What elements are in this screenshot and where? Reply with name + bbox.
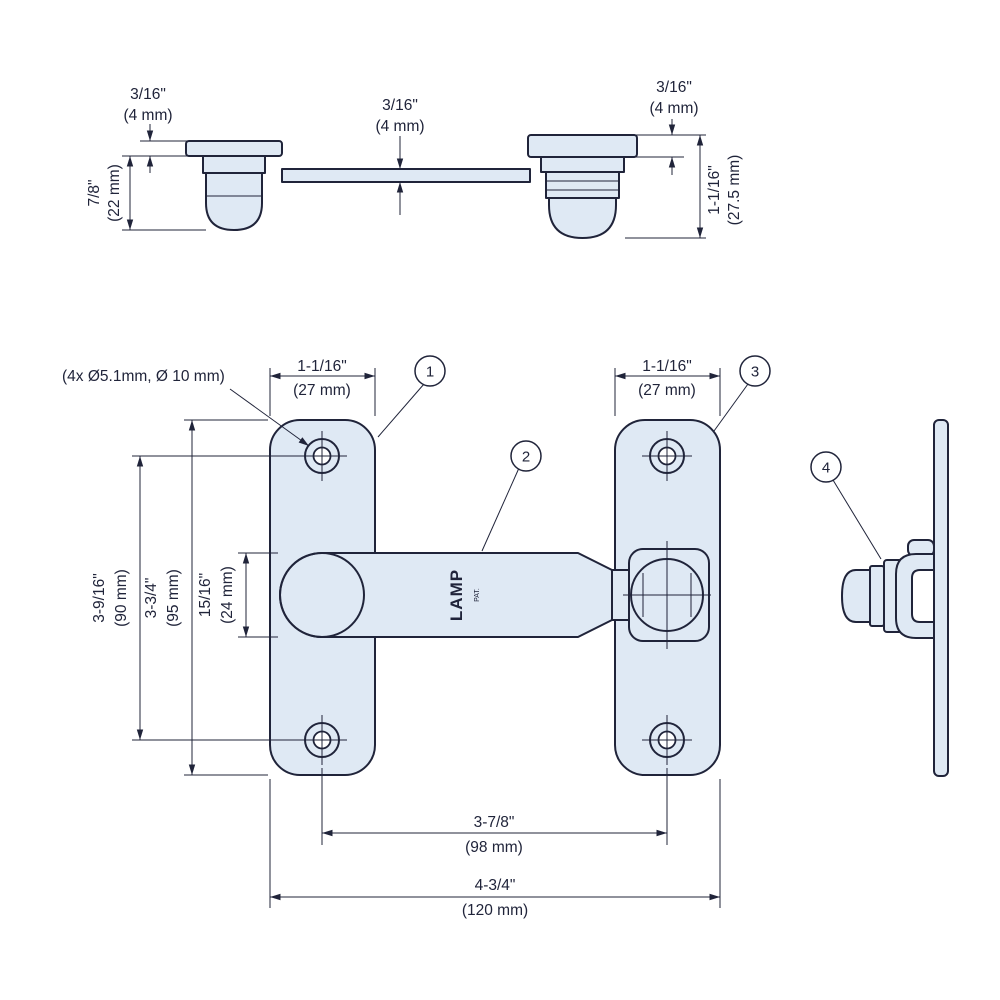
balloon-2: 2 [481,440,542,552]
dim-plate-height-inch: 3-3/4" [143,578,160,619]
dim-hole-pitch-horizontal-inch: 3-7/8" [474,814,515,831]
dim-right-thickness-mm: (4 mm) [649,100,698,117]
balloon-3-number: 3 [751,364,759,381]
dim-right-plate-width: 1-1/16" (27 mm) [614,358,721,416]
hole-crosshair [297,715,347,765]
hole-crosshair [297,431,347,481]
screw-hole-top-left [297,431,347,481]
dim-bar-width-mm: (24 mm) [219,566,236,624]
dim-right-plate-width-inch: 1-1/16" [642,358,691,375]
pivot-cap [205,172,263,231]
catch-housing [623,541,711,649]
dim-right-height: 1-1/16" (27.5 mm) [625,135,743,239]
dim-bar-width: 15/16" (24 mm) [197,552,278,638]
catch-flange [527,134,638,158]
screw-hole-bottom-right [642,715,692,765]
extension-line [122,155,206,231]
leader-line [481,467,520,552]
top-view: 3/16" (4 mm) 3/16" (4 mm) 3/16" (4 mm) 7… [86,79,743,239]
dim-left-thickness: 3/16" (4 mm) [123,86,188,173]
dim-right-height-inch: 1-1/16" [706,165,723,214]
dim-left-plate-width-inch: 1-1/16" [297,358,346,375]
dim-left-plate-width-mm: (27 mm) [293,382,351,399]
dim-bar-thickness: 3/16" (4 mm) [375,97,425,215]
dim-bar-width-inch: 15/16" [197,573,214,617]
screw-hole-bottom-left [297,715,347,765]
dim-right-plate-width-mm: (27 mm) [638,382,696,399]
catch-neck [540,156,625,173]
latch-bar-edge [281,168,531,183]
side-view [841,419,949,777]
extension-line [635,134,706,158]
dim-bar-thickness-inch: 3/16" [382,97,418,114]
balloon-circle [414,355,446,387]
catch-cap [841,569,871,623]
hole-crosshair [642,715,692,765]
balloon-4: 4 [810,451,882,560]
catch-centerlines [623,541,711,649]
dim-left-thickness-mm: (4 mm) [123,107,172,124]
balloon-1: 1 [377,355,446,438]
pivot-neck [202,155,266,174]
dim-bar-thickness-mm: (4 mm) [375,118,424,135]
catch-dome [548,197,617,239]
catch-side [527,134,638,239]
latch-bar-body [279,552,613,638]
dim-left-plate-width: 1-1/16" (27 mm) [269,358,376,416]
side-catch-assembly [841,539,935,639]
balloon-2-number: 2 [522,449,530,466]
dim-overall-width-inch: 4-3/4" [475,877,516,894]
pivot-knob-side [185,140,283,231]
dim-hole-pitch-vertical-inch: 3-9/16" [91,573,108,622]
dim-right-height-mm: (27.5 mm) [726,155,743,226]
leader-line [229,388,310,447]
brand-logo: LAMP [447,569,466,621]
dim-hole-pitch-horizontal: 3-7/8" (98 mm) [321,768,668,856]
catch-ring-inner [869,565,885,627]
dim-right-thickness: 3/16" (4 mm) [635,79,706,175]
balloon-4-number: 4 [822,460,830,477]
extension-line [132,455,298,741]
brand-note: PAT. [474,588,481,602]
hole-callout: (4x Ø5.1mm, Ø 10 mm) [62,368,310,447]
leader-line [713,383,749,432]
pivot-circle [279,552,365,638]
catch-ridge-lines [546,180,619,191]
latch-bar: LAMP PAT. [279,552,646,638]
side-plate [933,419,949,777]
dim-hole-pitch-horizontal-mm: (98 mm) [465,839,523,856]
dim-left-height-mm: (22 mm) [106,164,123,222]
screw-hole-top-right [642,431,692,481]
leader-line [832,479,882,560]
balloon-circle [510,440,542,472]
pivot-flange [185,140,283,157]
dim-overall-width-mm: (120 mm) [462,902,528,919]
hole-callout-text: (4x Ø5.1mm, Ø 10 mm) [62,368,225,385]
front-view: LAMP PAT. [62,355,882,919]
balloon-3: 3 [713,355,771,432]
catch-hook [895,553,935,639]
dim-right-thickness-inch: 3/16" [656,79,692,96]
dim-left-thickness-inch: 3/16" [130,86,166,103]
dim-hole-pitch-vertical-mm: (90 mm) [113,569,130,627]
dim-plate-height-mm: (95 mm) [165,569,182,627]
dim-left-height-inch: 7/8" [86,179,103,206]
dim-hole-pitch-vertical: 3-9/16" (90 mm) [91,455,298,741]
dim-plate-height: 3-3/4" (95 mm) [143,419,268,776]
leader-line [377,383,425,438]
extension-line [184,419,268,776]
catch-body [545,171,620,199]
hole-crosshair [642,431,692,481]
balloon-circle [810,451,842,483]
balloon-1-number: 1 [426,364,434,381]
extension-line [269,779,721,908]
balloon-circle [739,355,771,387]
dim-overall-width: 4-3/4" (120 mm) [269,779,721,919]
dim-left-height: 7/8" (22 mm) [86,155,206,231]
